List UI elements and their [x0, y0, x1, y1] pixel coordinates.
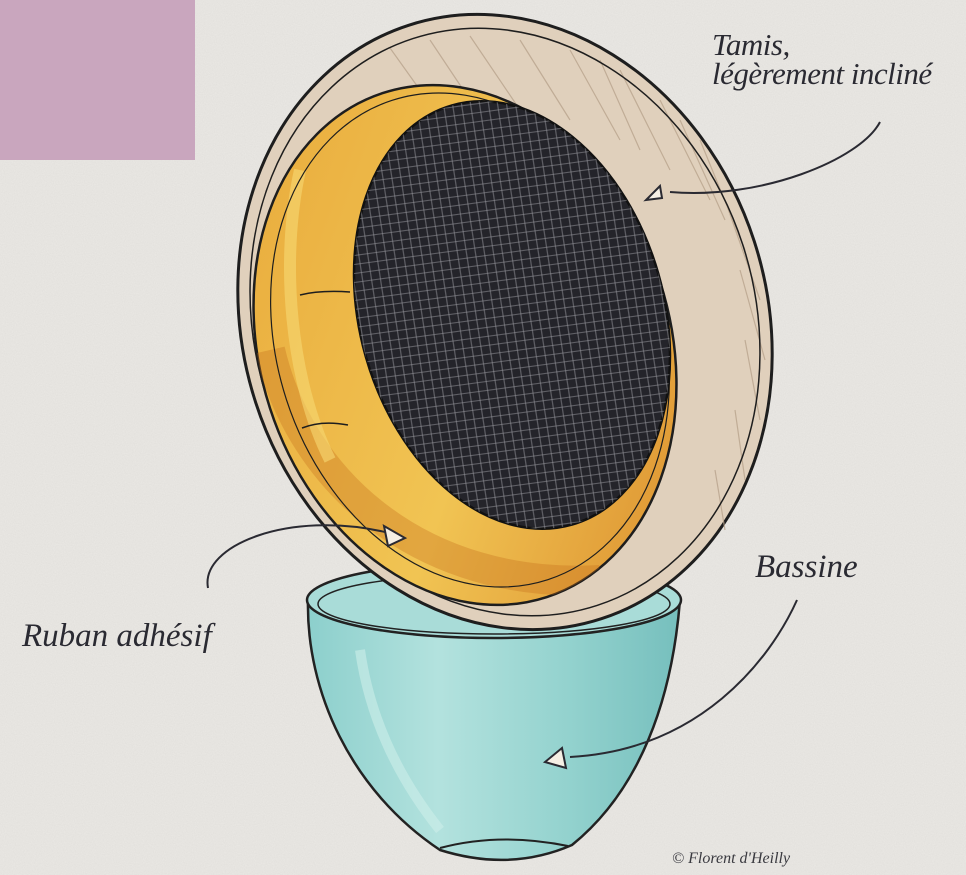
sieve — [159, 0, 850, 700]
label-bassine: Bassine — [755, 549, 858, 586]
label-tamis-line2: légèrement incliné — [712, 59, 932, 88]
color-swatch — [0, 0, 195, 160]
label-ruban: Ruban adhésif — [22, 618, 212, 655]
credit: © Florent d'Heilly — [672, 850, 790, 868]
label-tamis-line1: Tamis, — [712, 30, 932, 59]
label-tamis: Tamis, légèrement incliné — [712, 30, 932, 88]
